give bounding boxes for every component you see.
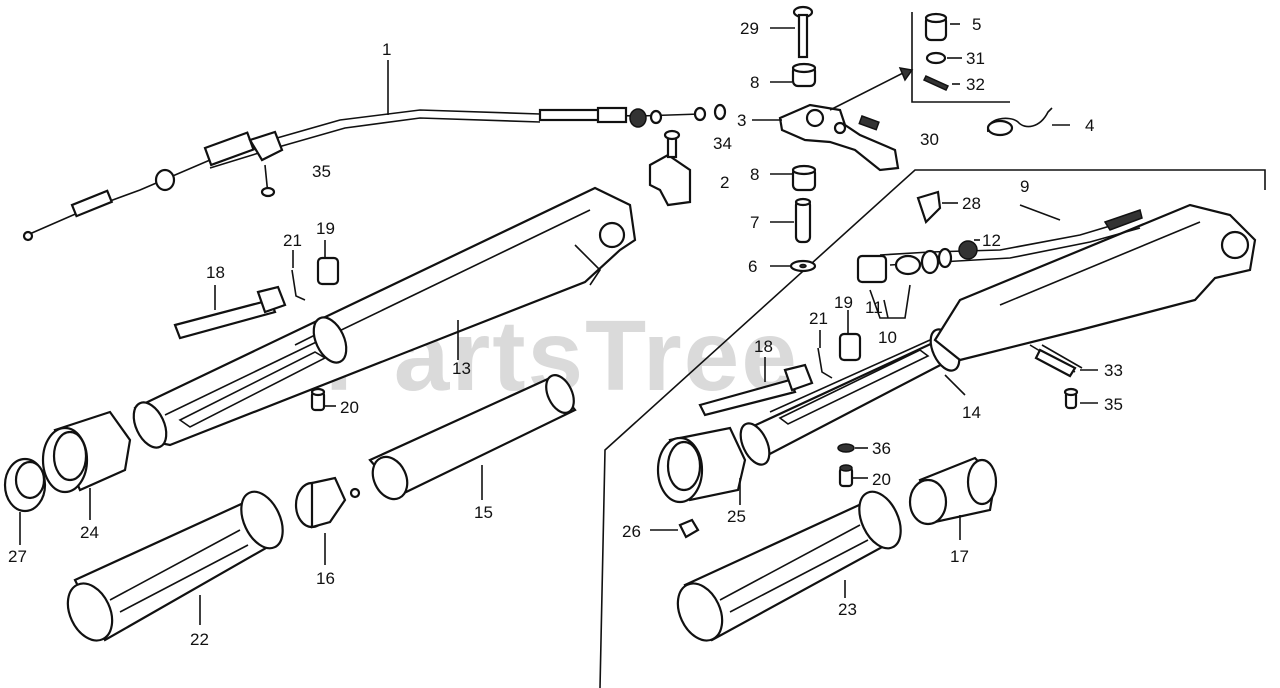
callout-7: 7 xyxy=(750,213,759,232)
bushing-8-bottom[interactable] xyxy=(791,164,817,192)
callout-20-right: 20 xyxy=(872,470,891,489)
callout-3: 3 xyxy=(737,111,746,130)
handlebar-arm-9[interactable] xyxy=(933,203,1257,373)
cap-19-left[interactable] xyxy=(316,256,340,286)
callout-10: 10 xyxy=(878,328,897,347)
washer-31[interactable] xyxy=(925,51,947,65)
screw-20-right[interactable] xyxy=(838,464,854,488)
callout-34: 34 xyxy=(713,134,732,153)
washer-36[interactable] xyxy=(837,443,855,453)
pin-33[interactable] xyxy=(1034,348,1077,378)
callout-19-right: 19 xyxy=(834,293,853,312)
callout-35-right: 35 xyxy=(1104,395,1123,414)
pin-18-right[interactable] xyxy=(698,378,797,417)
section-boundary xyxy=(599,169,1266,688)
clip-21-right[interactable] xyxy=(817,347,833,379)
callout-5: 5 xyxy=(972,15,981,34)
callout-2: 2 xyxy=(720,173,729,192)
callout-21-right: 21 xyxy=(809,309,828,328)
throttle-cable[interactable] xyxy=(22,103,727,242)
pulley-block-right[interactable] xyxy=(783,363,814,392)
callout-6: 6 xyxy=(748,257,757,276)
callout-21-left: 21 xyxy=(283,231,302,250)
callout-18-left: 18 xyxy=(206,263,225,282)
bushing-8-top[interactable] xyxy=(791,62,817,88)
cap-5[interactable] xyxy=(924,12,948,42)
adjuster-10-11-12[interactable] xyxy=(856,240,978,319)
nut-26[interactable] xyxy=(678,518,700,539)
switch-17[interactable] xyxy=(908,456,998,526)
callout-15: 15 xyxy=(474,503,493,522)
callout-27: 27 xyxy=(8,547,27,566)
inset-bracket xyxy=(911,12,1010,103)
callout-23: 23 xyxy=(838,600,857,619)
callout-19-left: 19 xyxy=(316,219,335,238)
callout-4: 4 xyxy=(1085,116,1094,135)
callout-14: 14 xyxy=(962,403,981,422)
leader-lines xyxy=(19,23,1098,625)
wedge-28[interactable] xyxy=(916,190,942,225)
sleeve-15[interactable] xyxy=(366,371,579,505)
callout-32: 32 xyxy=(966,75,985,94)
switch-16[interactable] xyxy=(294,476,361,529)
grip-22[interactable] xyxy=(59,485,291,647)
callout-18-right: 18 xyxy=(754,337,773,356)
callout-1: 1 xyxy=(382,40,391,59)
callout-8-bottom: 8 xyxy=(750,165,759,184)
callout-20-left: 20 xyxy=(340,398,359,417)
callout-17: 17 xyxy=(950,547,969,566)
throttle-tube-13[interactable] xyxy=(127,186,637,453)
callout-11: 11 xyxy=(865,298,883,317)
screw-20-left[interactable] xyxy=(310,387,326,412)
pin-7[interactable] xyxy=(794,197,812,244)
washer-6[interactable] xyxy=(789,259,817,273)
callout-33: 33 xyxy=(1104,361,1123,380)
callout-9: 9 xyxy=(1020,177,1029,196)
callout-30: 30 xyxy=(920,130,939,149)
callout-35-left: 35 xyxy=(312,162,331,181)
callout-25: 25 xyxy=(727,507,746,526)
clip-21-left[interactable] xyxy=(291,269,306,301)
grip-23[interactable] xyxy=(669,485,909,647)
callout-labels: 1 2 3 4 5 6 7 8 8 9 10 11 12 13 14 15 16… xyxy=(8,15,1123,649)
spring-clip-4[interactable] xyxy=(986,107,1053,137)
screw-35-right[interactable] xyxy=(1063,387,1079,410)
bolt-29[interactable] xyxy=(792,5,814,59)
end-cap-27[interactable] xyxy=(3,457,47,513)
housing-24[interactable] xyxy=(41,410,132,494)
pivot-plate[interactable] xyxy=(778,67,914,172)
callout-13: 13 xyxy=(452,359,471,378)
callout-22: 22 xyxy=(190,630,209,649)
callout-12: 12 xyxy=(982,231,1001,250)
callout-28: 28 xyxy=(962,194,981,213)
callout-24: 24 xyxy=(80,523,99,542)
cap-19-right[interactable] xyxy=(838,332,862,362)
housing-25[interactable] xyxy=(656,426,747,504)
callout-36: 36 xyxy=(872,439,891,458)
cable-bracket[interactable] xyxy=(648,129,692,207)
callout-16: 16 xyxy=(316,569,335,588)
callout-29: 29 xyxy=(740,19,759,38)
callout-26: 26 xyxy=(622,522,641,541)
pulley-block-left[interactable] xyxy=(256,285,287,314)
pin-18-left[interactable] xyxy=(173,298,277,340)
callout-31: 31 xyxy=(966,49,985,68)
callout-8-top: 8 xyxy=(750,73,759,92)
screw-32[interactable] xyxy=(922,75,950,91)
